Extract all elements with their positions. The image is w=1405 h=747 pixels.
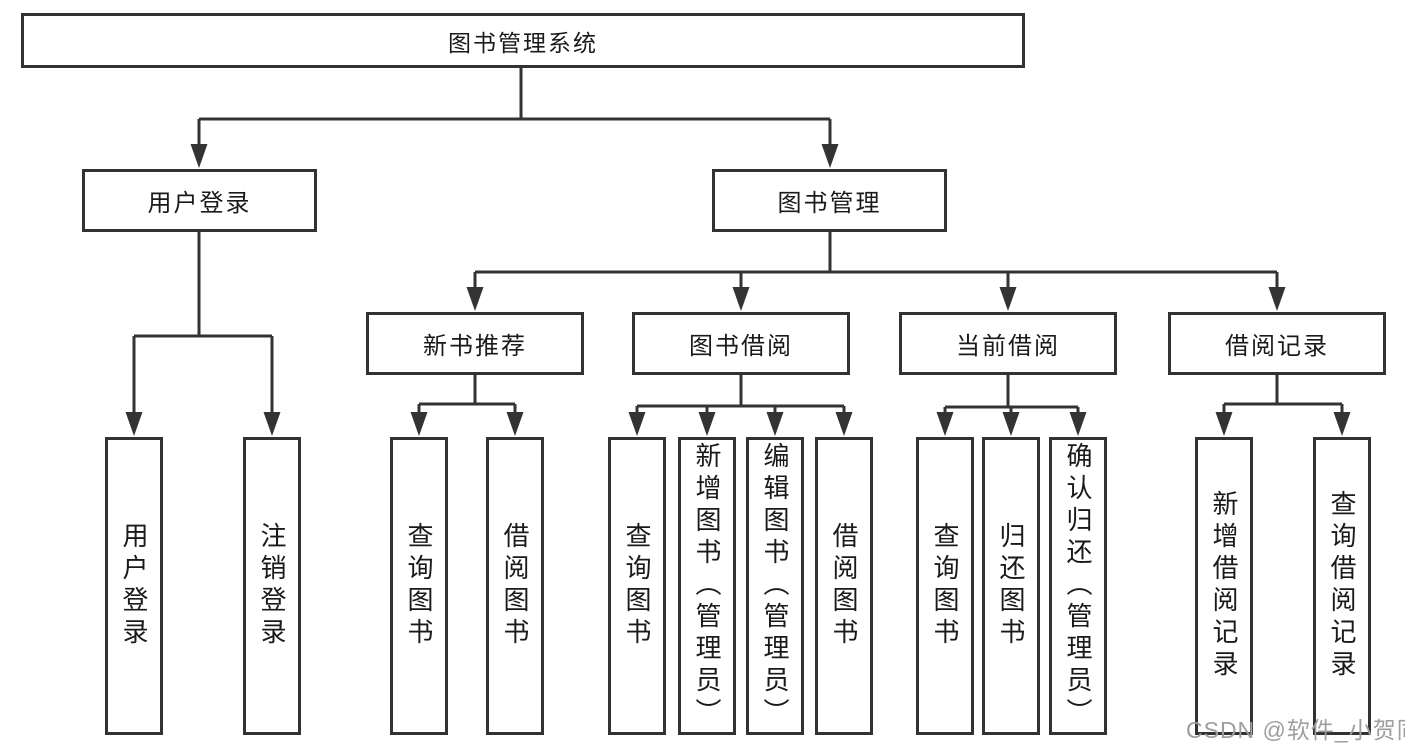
node-library-management-system: 图书管理系统 [21,13,1025,68]
node-label: 查询借阅记录 [1327,490,1357,682]
node-label: 图书借阅 [689,333,793,360]
node-label: 确认归还（管理员） [1063,442,1093,730]
leaf-add-borrow-record: 新增借阅记录 [1195,437,1253,735]
node-label: 当前借阅 [956,333,1060,360]
node-label: 借阅记录 [1225,333,1329,360]
leaf-query-books-borrowing: 查询图书 [608,437,666,735]
leaf-confirm-return-admin: 确认归还（管理员） [1049,437,1107,735]
leaf-add-books-admin: 新增图书（管理员） [678,437,736,735]
leaf-borrow-books-borrowing: 借阅图书 [815,437,873,735]
new-book-recommend-connectors [410,375,524,436]
node-label: 编辑图书（管理员） [760,442,790,730]
user-login-connectors [125,232,281,436]
node-new-book-recommend: 新书推荐 [366,312,584,375]
root-connectors [190,68,839,168]
leaf-edit-books-admin: 编辑图书（管理员） [746,437,804,735]
node-user-login: 用户登录 [82,169,317,232]
node-borrowing-records: 借阅记录 [1168,312,1386,375]
node-label: 图书管理系统 [448,29,598,56]
node-book-borrowing: 图书借阅 [632,312,850,375]
node-label: 借阅图书 [829,522,859,650]
node-label: 新增借阅记录 [1209,490,1239,682]
leaf-query-books-current: 查询图书 [916,437,974,735]
node-current-borrowing: 当前借阅 [899,312,1117,375]
csdn-watermark: CSDN @软件_小贺同学 [1186,717,1405,743]
node-label: 查询图书 [930,522,960,650]
leaf-user-login: 用户登录 [105,437,163,735]
leaf-return-books: 归还图书 [982,437,1040,735]
node-label: 新书推荐 [423,333,527,360]
current-borrowing-connectors [936,375,1087,436]
node-label: 用户登录 [119,522,149,650]
node-label: 借阅图书 [500,522,530,650]
node-label: 用户登录 [147,190,252,217]
node-label: 查询图书 [404,522,434,650]
leaf-logout: 注销登录 [243,437,301,735]
node-label: 新增图书（管理员） [692,442,722,730]
leaf-query-books-recommend: 查询图书 [390,437,448,735]
borrowing-records-connectors [1215,375,1351,436]
book-management-connectors [466,232,1286,311]
leaf-borrow-books-recommend: 借阅图书 [486,437,544,735]
node-book-management: 图书管理 [712,169,947,232]
node-label: 注销登录 [257,522,287,650]
leaf-query-borrow-record: 查询借阅记录 [1313,437,1371,735]
book-borrowing-connectors [628,375,853,436]
node-label: 查询图书 [622,522,652,650]
node-label: 图书管理 [777,190,882,217]
node-label: 归还图书 [996,522,1026,650]
